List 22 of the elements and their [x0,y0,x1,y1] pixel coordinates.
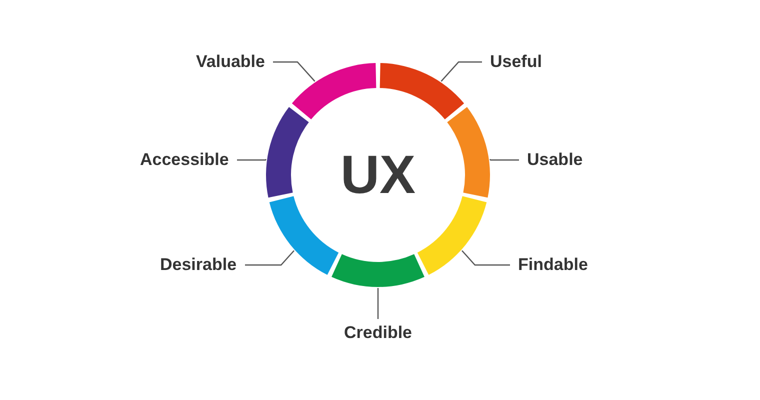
segment-label: Desirable [160,255,237,275]
leader-line [273,61,316,82]
ring-segment [417,196,487,275]
segment-label: Findable [518,255,588,275]
leader-line [462,250,510,266]
segment-label: Credible [344,323,412,343]
leader-line [377,288,379,319]
segment-label: Accessible [140,150,229,170]
leader-line [490,158,519,161]
segment-label: Valuable [196,52,265,72]
leader-line [440,61,482,82]
ring-segment [380,63,464,120]
ring-segment [447,107,490,198]
ring-segment [332,254,424,287]
ring-segment [292,63,376,120]
segment-label: Useful [490,52,542,72]
leader-line [245,250,294,266]
ring-segment [269,196,339,275]
segment-label: Usable [527,150,583,170]
ring-segment [266,107,309,198]
leader-line [237,158,266,161]
center-title: UX [340,145,416,205]
